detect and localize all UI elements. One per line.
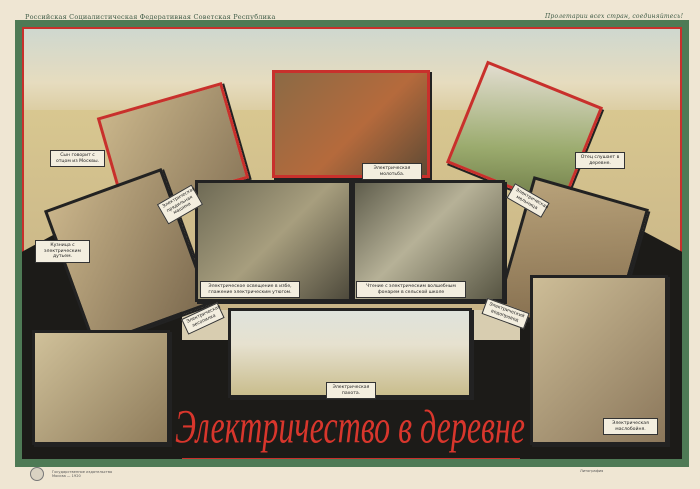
- publisher-seal-icon: [30, 467, 44, 481]
- footer-printer: Литография: [580, 469, 604, 473]
- caption-forge: Кузница с электрическим дутьем.: [35, 240, 90, 264]
- poster-title: Электричество в деревне: [174, 399, 525, 453]
- header-right: Пролетарии всех стран, соединяйтесь!: [545, 13, 684, 20]
- caption-reading: Чтение с электрическим волшебным фонарем…: [356, 281, 466, 299]
- caption-plowing: Электрическая пахота.: [326, 382, 376, 400]
- caption-telephone-son: Сын говорит с отцом из Москвы.: [50, 150, 105, 168]
- panel-threshing: [272, 70, 430, 178]
- panel-butter: [530, 275, 668, 445]
- caption-telephone-father: Отец слушает в деревне.: [575, 152, 625, 170]
- header-left: Российская Социалистическая Федеративная…: [25, 13, 276, 21]
- footer-publisher: Государственное издательство Москва — 19…: [52, 470, 113, 478]
- panel-forge: [32, 330, 170, 445]
- caption-butter: Электрическая маслобойня.: [603, 418, 658, 436]
- caption-threshing: Электрическая молотьба.: [362, 163, 422, 181]
- caption-lighting: Электрическое освещение в избе, глажение…: [200, 281, 300, 299]
